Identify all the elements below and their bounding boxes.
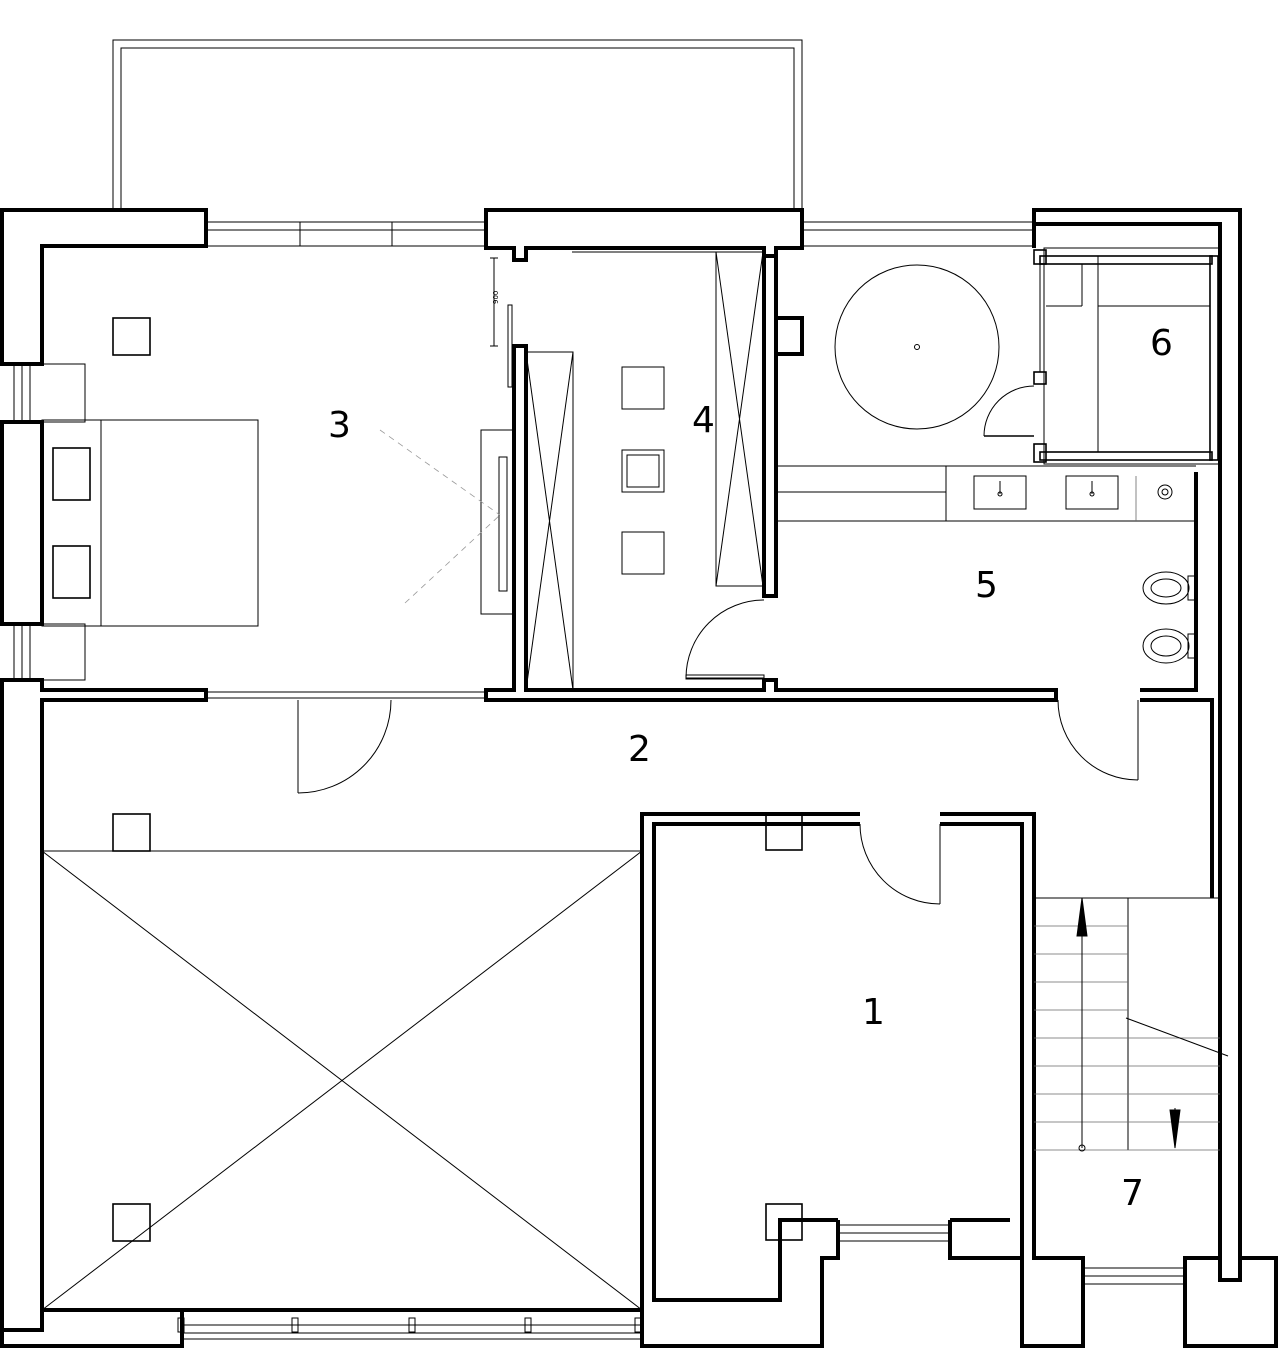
- room-label-6: 6: [1150, 323, 1173, 364]
- tv-unit: [379, 429, 515, 615]
- doors: [297, 385, 1139, 905]
- bed: [41, 419, 259, 627]
- toilet: [1142, 571, 1197, 605]
- dimension-label: 900: [492, 291, 500, 304]
- room-label-1: 1: [862, 992, 885, 1033]
- room-label-3: 3: [328, 405, 351, 446]
- bidet: [1142, 628, 1197, 664]
- room-label-7: 7: [1121, 1173, 1144, 1214]
- void-area: [41, 850, 643, 1311]
- closet-units: [525, 251, 764, 691]
- columns: [112, 317, 803, 1242]
- room-label-2: 2: [628, 729, 651, 770]
- shower-enclosure: [1033, 247, 1221, 465]
- staircase: [1034, 897, 1229, 1152]
- room-label-4: 4: [692, 400, 715, 441]
- balcony: [112, 39, 803, 210]
- room-label-5: 5: [975, 565, 998, 606]
- vanity-counter: [776, 465, 1196, 522]
- windows: [13, 221, 1185, 1340]
- room-labels: 1 2 3 4 5 6 7: [328, 323, 1173, 1214]
- sliding-panel: 900: [490, 257, 513, 388]
- walls: [0, 208, 1278, 1348]
- bathtub: [834, 264, 1000, 430]
